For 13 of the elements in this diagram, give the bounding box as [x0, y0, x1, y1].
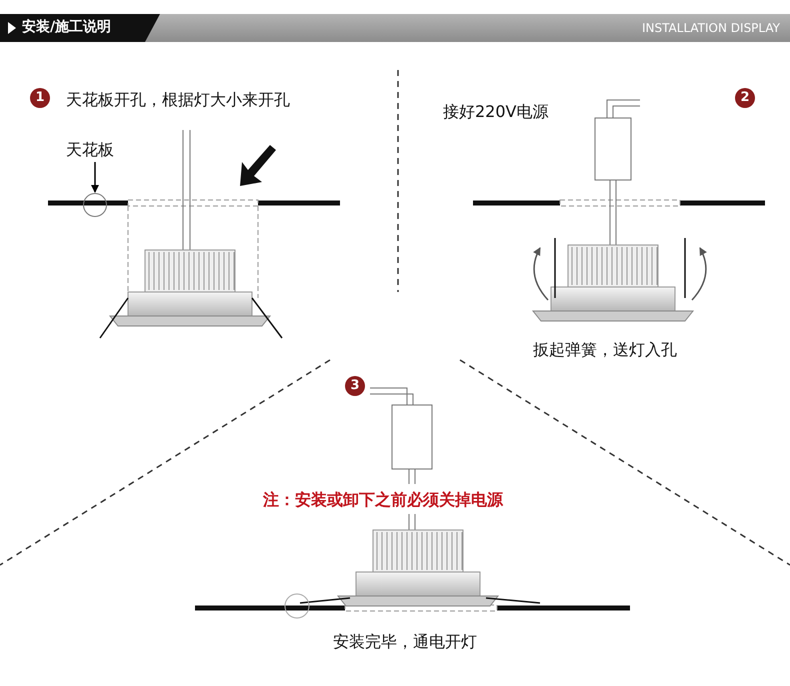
step-number: 2 — [735, 88, 755, 108]
detail-circle — [83, 193, 107, 217]
instruction-text: 天花板开孔，根据灯大小来开孔 — [66, 90, 290, 111]
step-number: 1 — [30, 88, 50, 108]
ceiling-label: 天花板 — [66, 140, 114, 161]
step-number: 3 — [345, 376, 365, 396]
warning-text: 注：安装或卸下之前必须关掉电源 — [263, 490, 503, 511]
instruction-text: 接好220V电源 — [443, 102, 548, 123]
instruction-text: 安装完毕，通电开灯 — [333, 632, 477, 653]
section-title: 安装/施工说明 — [22, 18, 112, 36]
instruction-text: 扳起弹簧，送灯入孔 — [533, 340, 677, 361]
leader-arrow — [91, 162, 99, 193]
section-subtitle: INSTALLATION DISPLAY — [642, 21, 780, 35]
